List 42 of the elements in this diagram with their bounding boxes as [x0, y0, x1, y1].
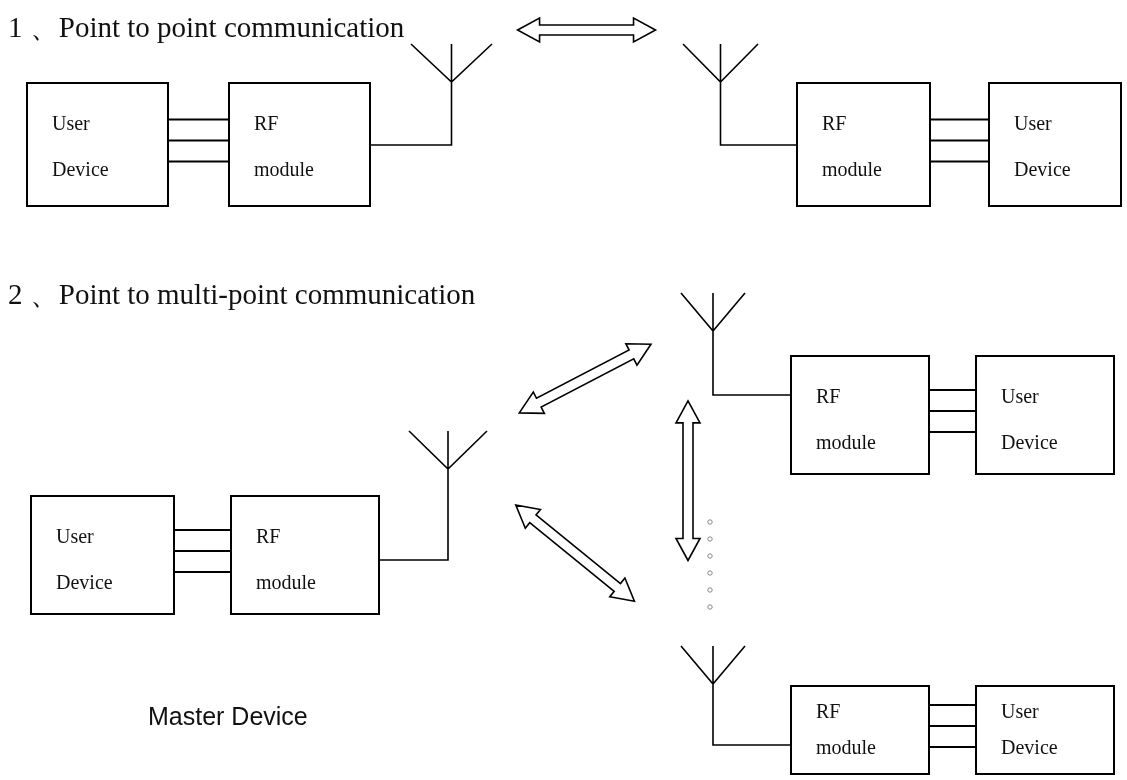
section-heading: 1 、Point to point communication [8, 10, 405, 45]
box-label: User Device [56, 524, 114, 595]
antenna-wire [379, 469, 449, 561]
antenna-wire [370, 82, 453, 146]
bus-lines [929, 118, 990, 163]
device-box [975, 355, 1115, 475]
device-box [790, 355, 930, 475]
group-caption: Master Device [148, 702, 308, 731]
bus-lines [167, 118, 230, 163]
device-box [228, 82, 371, 207]
bus-lines [173, 528, 232, 574]
box-label: RF module [256, 524, 317, 595]
antenna-icon [410, 43, 493, 83]
box-label: User Device [1001, 384, 1059, 455]
box-label: RF module [822, 111, 883, 182]
bus-lines [928, 703, 977, 749]
box-label: RF module [816, 699, 877, 760]
antenna-icon [680, 645, 746, 685]
box-label: RF module [816, 384, 877, 455]
wireless-link-arrow [515, 16, 658, 44]
antenna-icon [682, 43, 759, 83]
device-box [975, 685, 1115, 775]
device-box [790, 685, 930, 775]
device-box [988, 82, 1122, 207]
bus-lines [928, 388, 977, 434]
antenna-icon [680, 292, 746, 332]
section-heading: 2 、Point to multi-point communication [8, 277, 476, 312]
wireless-link-arrow [514, 503, 636, 603]
device-box [26, 82, 169, 207]
box-label: RF module [254, 111, 315, 182]
antenna-icon [408, 430, 488, 470]
device-box [796, 82, 931, 207]
antenna-wire [712, 331, 791, 396]
device-box [230, 495, 380, 615]
box-label: User Device [52, 111, 110, 182]
antenna-wire [712, 684, 791, 746]
device-box [30, 495, 175, 615]
box-label: User Device [1014, 111, 1072, 182]
wireless-link-arrow [674, 399, 702, 563]
box-label: User Device [1001, 699, 1059, 760]
antenna-wire [719, 82, 797, 146]
wireless-link-arrow [517, 343, 653, 415]
